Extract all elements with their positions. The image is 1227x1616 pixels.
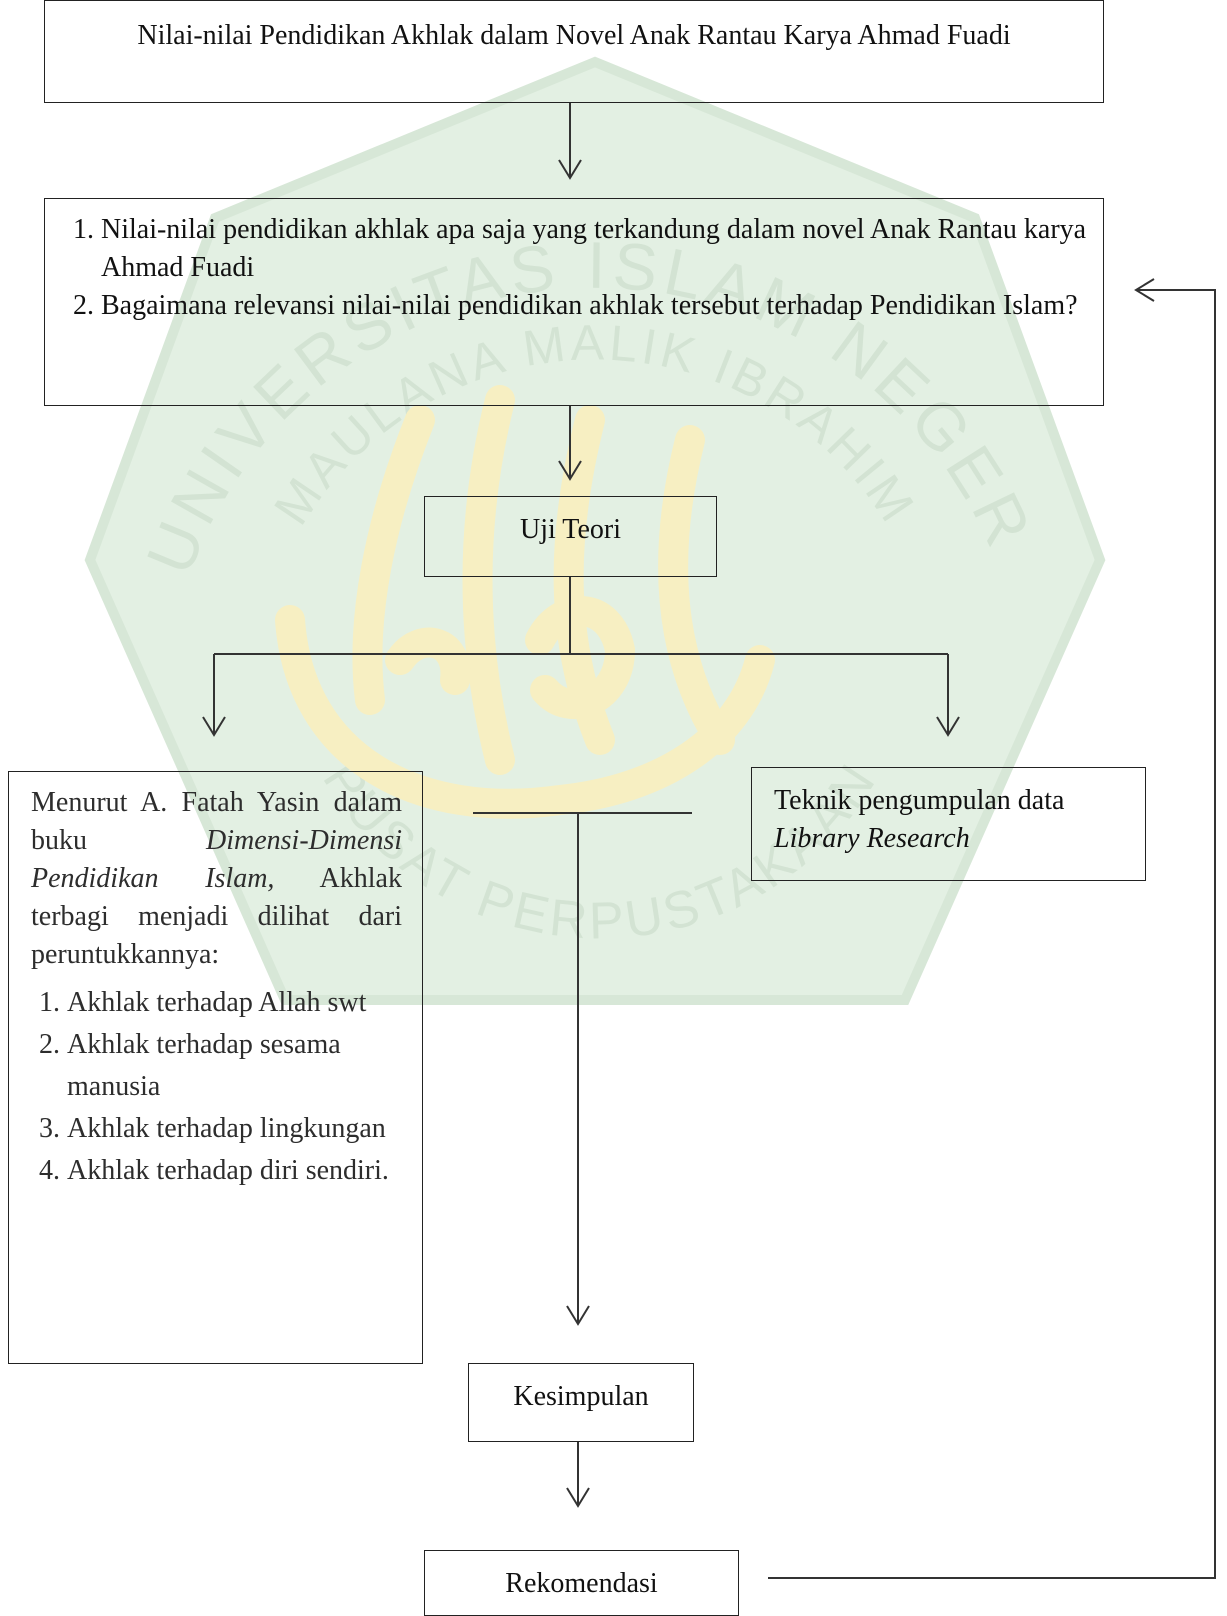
- technique-label: Teknik pengumpulan data: [774, 785, 1065, 816]
- theory-test-label: Uji Teori: [520, 514, 621, 545]
- akhlak-intro: Menurut A. Fatah Yasin dalam buku Dimens…: [31, 784, 402, 974]
- akhlak-category-1: Akhlak terhadap Allah swt: [67, 982, 402, 1024]
- arrow-title-to-questions: [558, 103, 582, 180]
- data-collection-technique-box: Teknik pengumpulan data Library Research: [751, 767, 1146, 881]
- akhlak-theory-box: Menurut A. Fatah Yasin dalam buku Dimens…: [8, 771, 423, 1364]
- technique-method: Library Research: [774, 823, 970, 854]
- theory-test-box: Uji Teori: [424, 496, 717, 577]
- akhlak-categories-list: Akhlak terhadap Allah swt Akhlak terhada…: [31, 982, 402, 1192]
- arrow-conclusion-to-recommendation: [566, 1442, 590, 1508]
- conclusion-box: Kesimpulan: [468, 1363, 694, 1442]
- title-text: Nilai-nilai Pendidikan Akhlak dalam Nove…: [137, 20, 1011, 51]
- akhlak-category-3: Akhlak terhadap lingkungan: [67, 1108, 402, 1150]
- title-box: Nilai-nilai Pendidikan Akhlak dalam Nove…: [44, 0, 1104, 103]
- recommendation-label: Rekomendasi: [505, 1568, 658, 1599]
- arrow-questions-to-theory: [558, 406, 582, 481]
- arrow-branch-left: [202, 654, 226, 737]
- arrow-merge-to-conclusion: [566, 813, 590, 1326]
- seal-calligraphy: [275, 385, 775, 819]
- akhlak-category-2: Akhlak terhadap sesama manusia: [67, 1024, 402, 1108]
- feedback-loop-arrow: [768, 278, 1216, 1579]
- recommendation-box: Rekomendasi: [424, 1550, 739, 1616]
- conclusion-label: Kesimpulan: [513, 1381, 649, 1412]
- research-question-1: Nilai-nilai pendidikan akhlak apa saja y…: [101, 211, 1089, 287]
- arrow-branch-right: [936, 654, 960, 737]
- research-questions-list: Nilai-nilai pendidikan akhlak apa saja y…: [65, 211, 1089, 325]
- research-questions-box: Nilai-nilai pendidikan akhlak apa saja y…: [44, 198, 1104, 406]
- research-question-2: Bagaimana relevansi nilai-nilai pendidik…: [101, 287, 1089, 325]
- akhlak-category-4: Akhlak terhadap diri sendiri.: [67, 1150, 402, 1192]
